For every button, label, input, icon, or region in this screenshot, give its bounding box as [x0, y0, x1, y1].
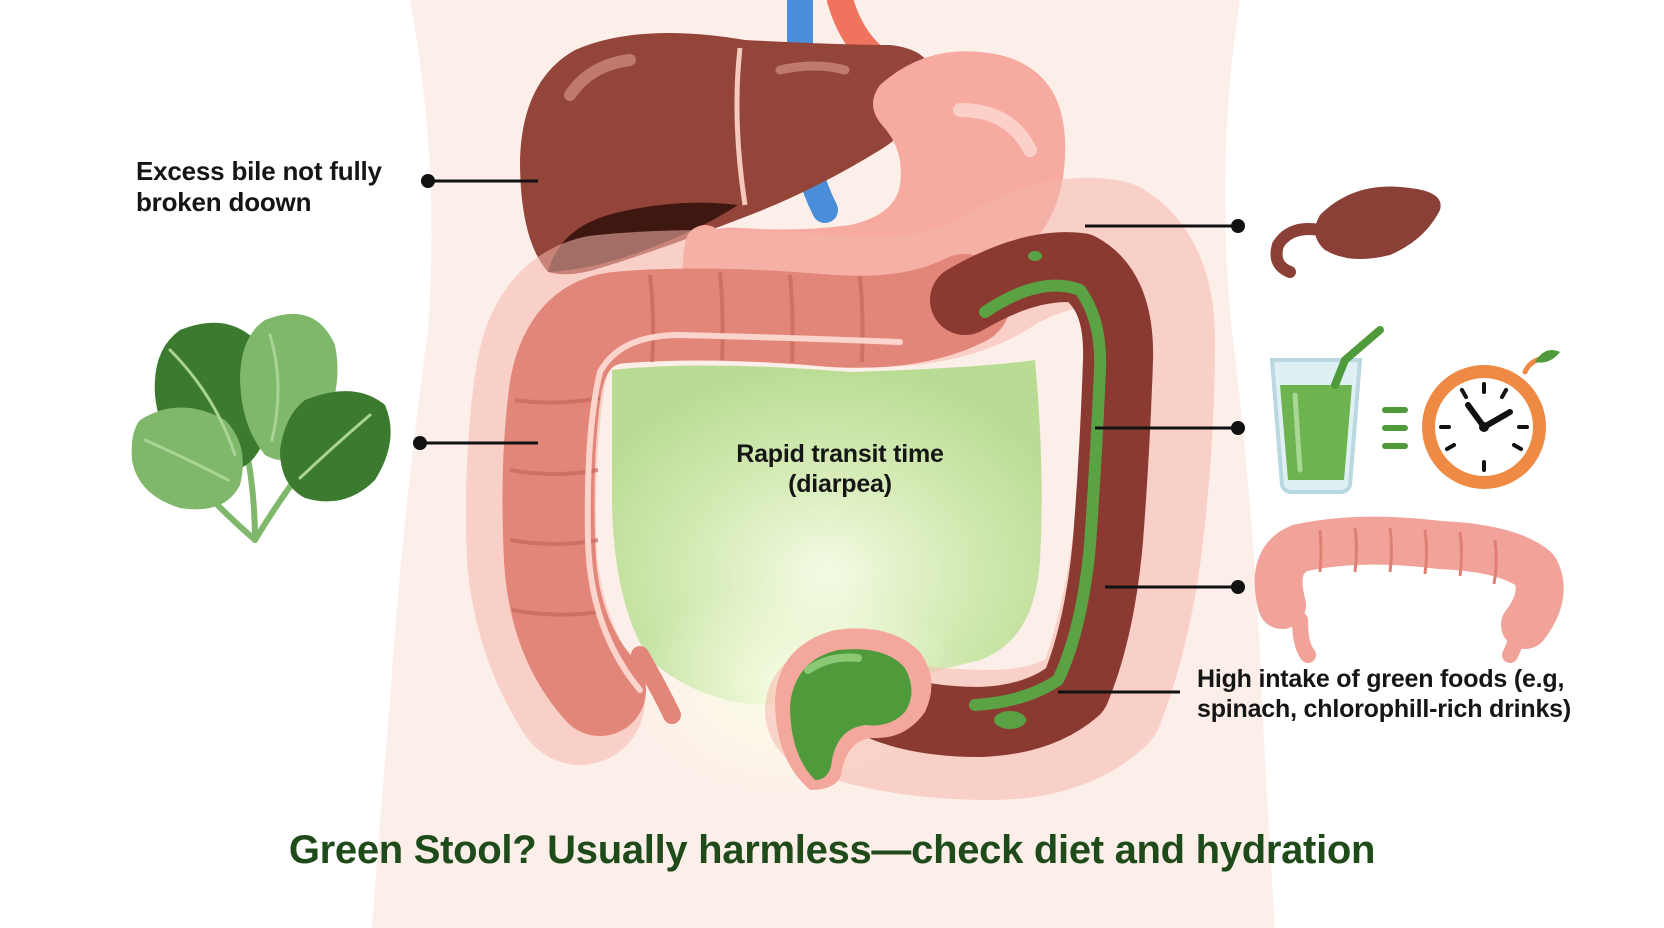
label-excess-bile: Excess bile not fully broken doown — [136, 156, 382, 217]
spinach-icon — [131, 313, 391, 543]
green-drink-icon — [1269, 326, 1408, 494]
label-rapid-transit-line2: (diarpea) — [788, 469, 892, 498]
label-rapid-transit-line1: Rapid transit time — [736, 440, 944, 468]
pointer-dots — [413, 174, 1245, 594]
label-green-foods-line1: High intake of green foods (e.g, — [1197, 665, 1565, 693]
pointer-lines — [420, 179, 1238, 694]
label-excess-bile-line1: Excess bile not fully — [136, 156, 382, 186]
gallbladder-icon — [1270, 186, 1441, 278]
small-colon-icon — [1254, 516, 1564, 663]
intestine-icon — [466, 177, 1215, 800]
label-green-foods: High intake of green foods (e.g, spinach… — [1197, 665, 1571, 724]
label-excess-bile-line2: broken doown — [136, 186, 312, 217]
rectum-green-stool — [775, 628, 932, 790]
footer-title: Green Stool? Usually harmless—check diet… — [288, 828, 1376, 872]
clock-icon — [1422, 349, 1560, 489]
label-rapid-transit: Rapid transit time (diarpea) — [690, 440, 990, 499]
label-green-foods-line2: spinach, chlorophill-rich drinks) — [1197, 694, 1572, 723]
